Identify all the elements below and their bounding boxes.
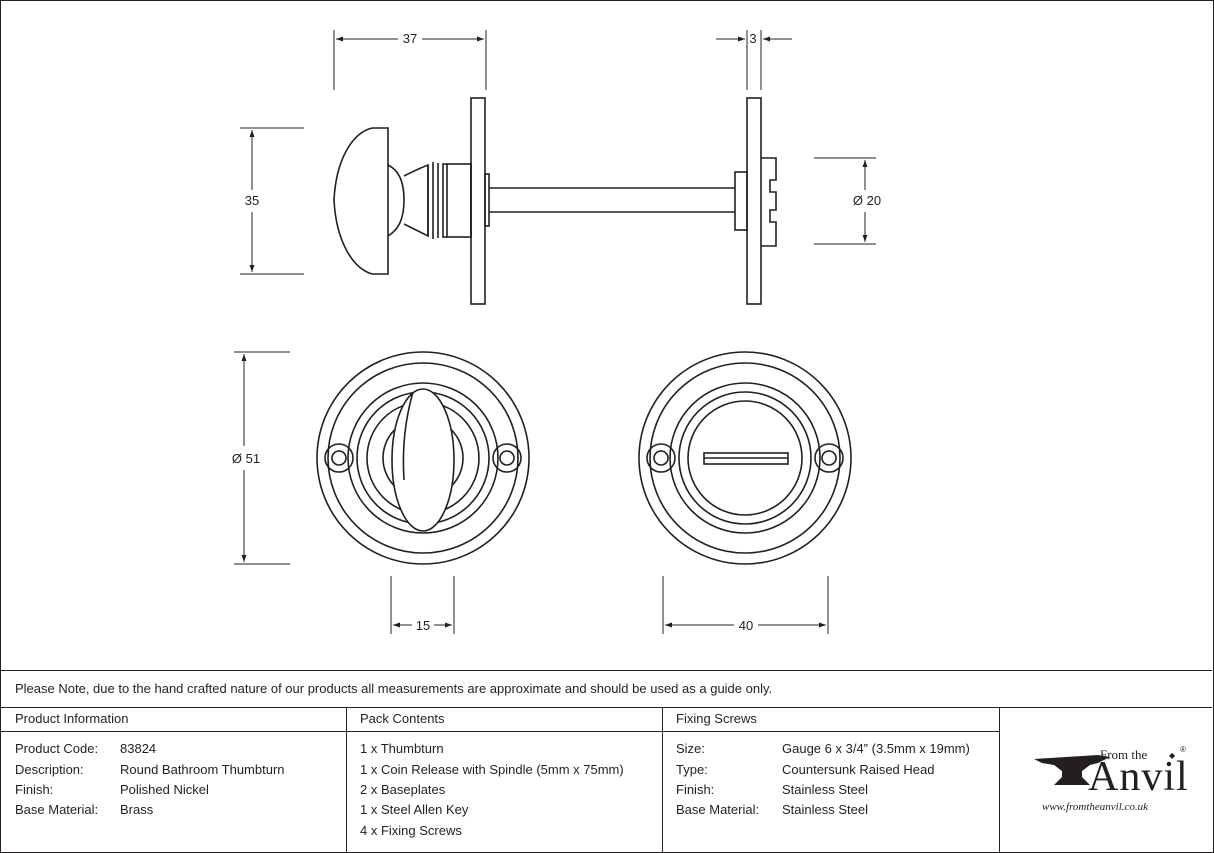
measurement-note: Please Note, due to the hand crafted nat… <box>0 670 1212 708</box>
fixing-screws-header: Fixing Screws <box>663 707 999 732</box>
spindle-side-view <box>489 187 735 213</box>
pack-item: 1 x Thumbturn <box>360 741 444 756</box>
info-label: Description: <box>15 762 84 777</box>
dim-plate-thickness: 3 <box>749 31 756 46</box>
screw-value: Stainless Steel <box>782 802 868 817</box>
info-label: Base Material: <box>15 802 99 817</box>
thumbturn-side-view <box>333 127 472 275</box>
product-information-header: Product Information <box>0 707 346 732</box>
logo-website: www.fromtheanvil.co.uk <box>1042 801 1149 813</box>
baseplate-right-side <box>734 97 777 305</box>
pack-item: 1 x Coin Release with Spindle (5mm x 75m… <box>360 762 624 777</box>
screw-value: Countersunk Raised Head <box>782 762 935 777</box>
baseplate-left-side <box>470 97 490 305</box>
dim-release-diameter: Ø 20 <box>853 193 881 208</box>
pack-contents-heading: Pack Contents <box>360 711 445 726</box>
screw-label: Size: <box>676 741 705 756</box>
info-value: 83824 <box>120 741 157 756</box>
pack-item: 4 x Fixing Screws <box>360 823 462 838</box>
info-label: Product Code: <box>15 741 99 756</box>
logo-brand-name: Anvil <box>1088 754 1189 800</box>
info-value: Round Bathroom Thumbturn <box>120 762 285 777</box>
diamond-icon: ◆ <box>1169 751 1176 760</box>
dim-screw-centres: 40 <box>739 618 753 633</box>
screw-value: Gauge 6 x 3/4” (3.5mm x 19mm) <box>782 741 970 756</box>
fixing-screws-heading: Fixing Screws <box>676 711 757 726</box>
screw-label: Finish: <box>676 782 715 797</box>
screw-label: Base Material: <box>676 802 760 817</box>
product-information-panel: Product Information Product Code: 83824 … <box>0 707 347 853</box>
logo-from-the: From the <box>1100 747 1148 762</box>
screw-label: Type: <box>676 762 708 777</box>
anvil-icon <box>1034 755 1110 785</box>
pack-contents-header: Pack Contents <box>347 707 662 732</box>
info-value: Brass <box>120 802 154 817</box>
dim-rose-diameter: Ø 51 <box>232 451 260 466</box>
dim-knob-length: 37 <box>403 31 417 46</box>
dim-thumb-width: 15 <box>416 618 430 633</box>
pack-contents-panel: Pack Contents 1 x Thumbturn 1 x Coin Rel… <box>347 707 663 853</box>
screw-value: Stainless Steel <box>782 782 868 797</box>
thumbturn-front-view <box>316 351 530 565</box>
dim-knob-height: 35 <box>245 193 259 208</box>
info-value: Polished Nickel <box>120 782 209 797</box>
brand-panel: From the ◆ ® Anvil www.fromtheanvil.co.u… <box>1000 707 1212 853</box>
fixing-screws-panel: Fixing Screws Size: Gauge 6 x 3/4” (3.5m… <box>663 707 1000 853</box>
from-the-anvil-logo: From the ◆ ® Anvil www.fromtheanvil.co.u… <box>1030 745 1190 815</box>
product-drawing: 37 3 35 Ø 20 Ø 51 15 40 <box>232 30 881 634</box>
logo-registered-mark: ® <box>1180 745 1186 754</box>
info-label: Finish: <box>15 782 54 797</box>
pack-item: 2 x Baseplates <box>360 782 446 797</box>
coin-release-front-view <box>638 351 852 565</box>
product-information-heading: Product Information <box>15 711 129 726</box>
pack-item: 1 x Steel Allen Key <box>360 802 469 817</box>
measurement-note-text: Please Note, due to the hand crafted nat… <box>15 681 773 696</box>
